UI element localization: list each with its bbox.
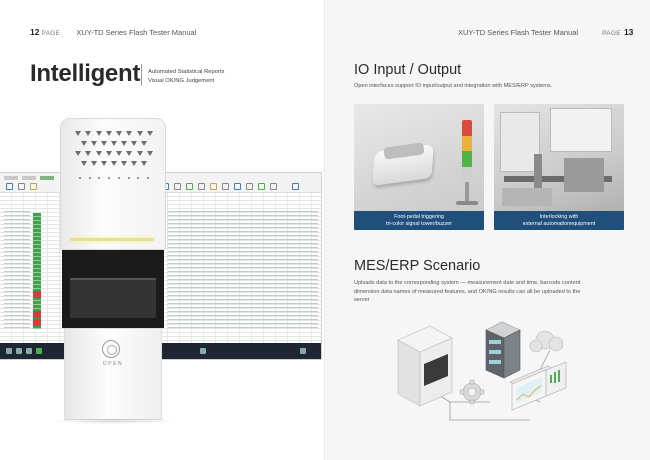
cloud-icon: [529, 330, 564, 353]
measurement-stage: [70, 278, 156, 318]
flash-tester-machine-image: OPEN: [48, 118, 178, 424]
gear-icon: [459, 379, 485, 405]
io-section-title: IO Input / Output: [354, 62, 462, 78]
subtitle-line-1: Automated Statistical Reports: [148, 69, 225, 75]
mes-section-title: MES/ERP Scenario: [354, 258, 481, 274]
mes-network-illustration: [397, 321, 567, 421]
signal-tower-icon: [462, 120, 472, 182]
open-label: OPEN: [102, 361, 124, 367]
io-section-description: Open interfaces support IO input/output …: [354, 83, 553, 89]
power-button-icon: [102, 340, 120, 358]
tester-device-icon: [397, 325, 453, 407]
left-page-number: 12: [30, 27, 40, 37]
ring-light: [70, 238, 154, 241]
automation-equipment-photo: Interlocking with external automationequ…: [494, 104, 624, 230]
mes-section-description: Uploads data to the corresponding system…: [354, 280, 581, 303]
photo-caption: Foot-pedal triggering tri-color signal t…: [354, 211, 484, 230]
subtitle: Automated Statistical Reports Visual OK/…: [148, 68, 224, 85]
right-page-number: 13: [623, 27, 634, 37]
right-page: [325, 0, 650, 460]
ng-result-cell: [33, 311, 41, 318]
left-manual-title: XUY-TD Series Flash Tester Manual: [76, 28, 197, 37]
ng-result-cell: [33, 319, 41, 326]
title-divider: [141, 64, 142, 86]
page-title: Intelligent: [30, 60, 141, 87]
monitor-dashboard-icon: [509, 361, 567, 411]
server-icon: [485, 321, 521, 379]
ng-result-cell: [33, 291, 41, 298]
subtitle-line-2: Visual OK/NG Judgement: [148, 77, 215, 84]
ok-result-column: [33, 213, 41, 329]
right-page-word: PAGE: [602, 30, 621, 37]
photo-caption: Interlocking with external automationequ…: [494, 211, 624, 230]
right-manual-title: XUY-TD Series Flash Tester Manual: [458, 28, 579, 37]
left-page-word: PAGE: [41, 30, 61, 37]
